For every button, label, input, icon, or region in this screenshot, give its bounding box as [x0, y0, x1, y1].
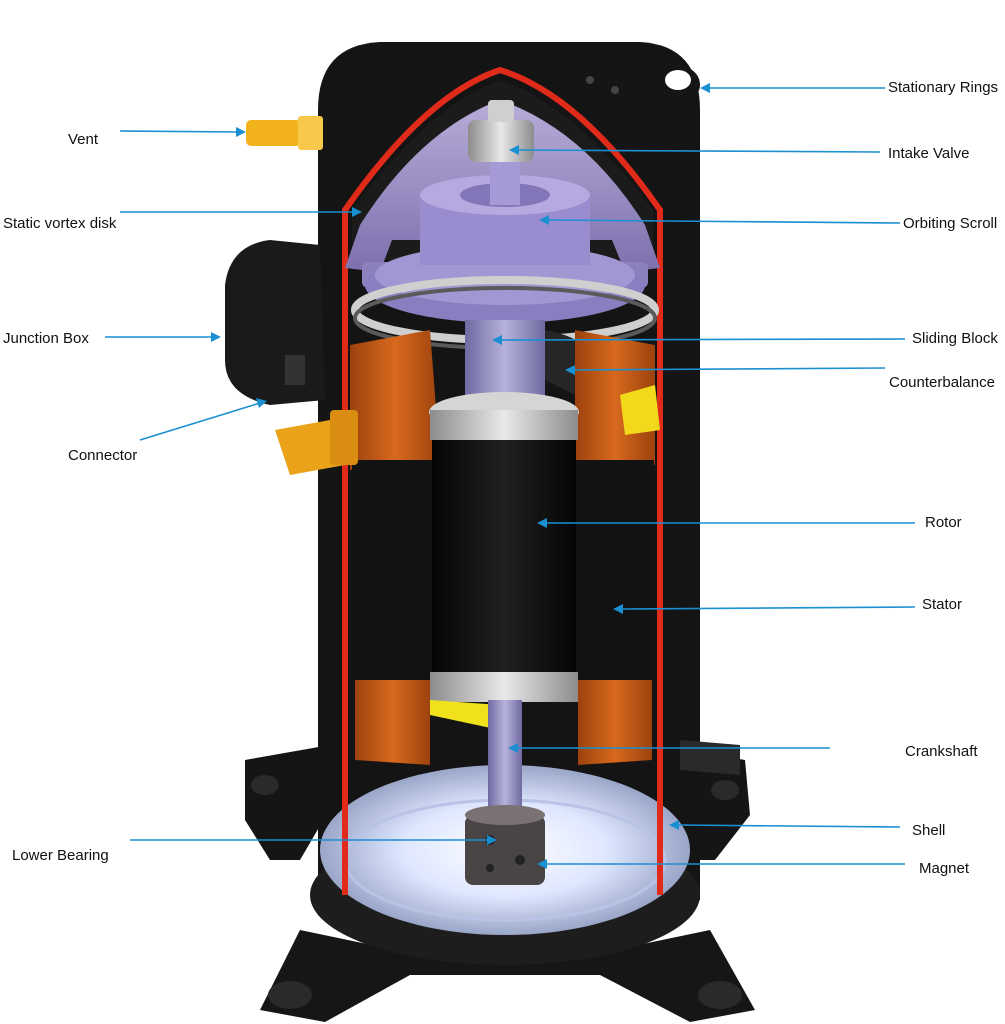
label-junction-box: Junction Box: [3, 330, 89, 347]
lower-bearing: [465, 805, 545, 885]
label-magnet: Magnet: [919, 860, 970, 877]
leader-lines: [105, 83, 916, 869]
leader-vent: [119, 130, 241, 133]
label-stator: Stator: [922, 596, 963, 613]
leader-counterbalance: [572, 367, 886, 371]
label-stationary-rings: Stationary Rings: [888, 79, 999, 96]
leader-sliding-block: [499, 338, 906, 341]
label-shell: Shell: [912, 822, 946, 839]
junction-box: [225, 240, 325, 405]
leader-intake-valve: [516, 149, 881, 153]
leader-stator: [620, 606, 916, 610]
shell-cutaway-outline: [342, 66, 663, 895]
label-vent: Vent: [68, 131, 99, 148]
side-fitting: [620, 385, 660, 435]
stator-core: [352, 460, 654, 680]
label-rotor: Rotor: [925, 514, 962, 531]
vent-fitting: [246, 116, 323, 150]
label-crankshaft: Crankshaft: [905, 743, 978, 760]
label-connector: Connector: [68, 447, 138, 464]
label-orbiting-scroll: Orbiting Scroll: [903, 215, 998, 232]
label-sliding-block: Sliding Block: [912, 330, 998, 347]
leader-shell: [676, 824, 901, 828]
label-lower-bearing: Lower Bearing: [12, 847, 109, 864]
leader-connector: [139, 402, 261, 441]
label-static-vortex-disk: Static vortex disk: [3, 215, 117, 232]
rotor: [429, 392, 579, 730]
label-counterbalance: Counterbalance: [889, 374, 995, 391]
connector-fitting: [275, 410, 358, 475]
mounting-bracket: [575, 60, 700, 105]
right-bracket: [680, 740, 740, 775]
leader-orbiting-scroll: [546, 219, 901, 224]
label-intake-valve: Intake Valve: [888, 145, 970, 162]
